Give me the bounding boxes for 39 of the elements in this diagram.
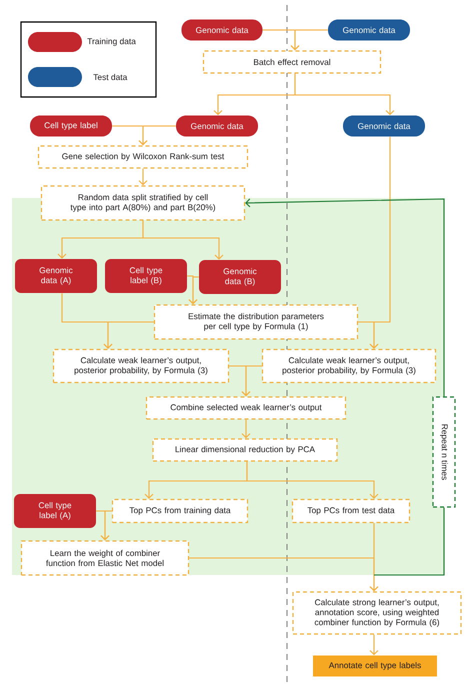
arrow [358,321,378,349]
arrow [138,125,176,146]
arrow [104,321,154,349]
process-box: Calculate strong learner’s output, annotation score, using weighted combiner function by Formula (6) [292,591,462,635]
data-pill: Cell type label (A) [14,494,96,528]
arrow [189,557,378,592]
data-pill: Genomic data (A) [15,259,97,293]
result-box: Annotate cell type labels [313,656,437,676]
legend-label: Test data [93,74,128,80]
arrow [242,365,262,396]
process-box: Top PCs from test data [292,498,410,524]
process-box: Batch effect removal [202,50,382,74]
data-pill: Cell type label (B) [105,259,187,293]
arrow [242,420,250,438]
process-box: Calculate weak learner’s output, posterior probability, by Formula (3) [52,348,230,384]
arrow [246,462,378,499]
process-box: Random data split stratified by cell type into part A(80%) and part B(20%) [40,185,246,221]
data-pill: Genomic data [176,116,258,136]
process-box: Estimate the distribution parameters per cell type by Formula (1) [154,304,358,340]
arrow [290,29,328,50]
arrow [100,510,112,540]
arrow [138,168,148,186]
legend-label: Training data [87,38,136,46]
data-pill: Genomic data [182,20,262,40]
process-box: Calculate weak learner’s output, posterior probability, by Formula (3) [262,348,436,384]
process-box: Combine selected weak learner’s output [146,396,346,420]
process-box: Linear dimensional reduction by PCA [152,438,338,462]
arrow [370,634,378,656]
data-pill: Genomic data [328,20,410,40]
arrow [142,220,224,260]
data-pill: Cell type label [30,116,112,136]
process-box: Learn the weight of combiner function from Elastic Net model [20,540,190,576]
data-pill: Genomic data [343,116,425,136]
repeat-box: Repeat n times [432,396,456,508]
arrow [294,74,394,116]
data-pill: Genomic data (B) [199,260,281,294]
process-box: Gene selection by Wilcoxon Rank-sum test [38,145,248,169]
arrow [245,198,445,396]
process-box: Top PCs from training data [112,498,248,524]
